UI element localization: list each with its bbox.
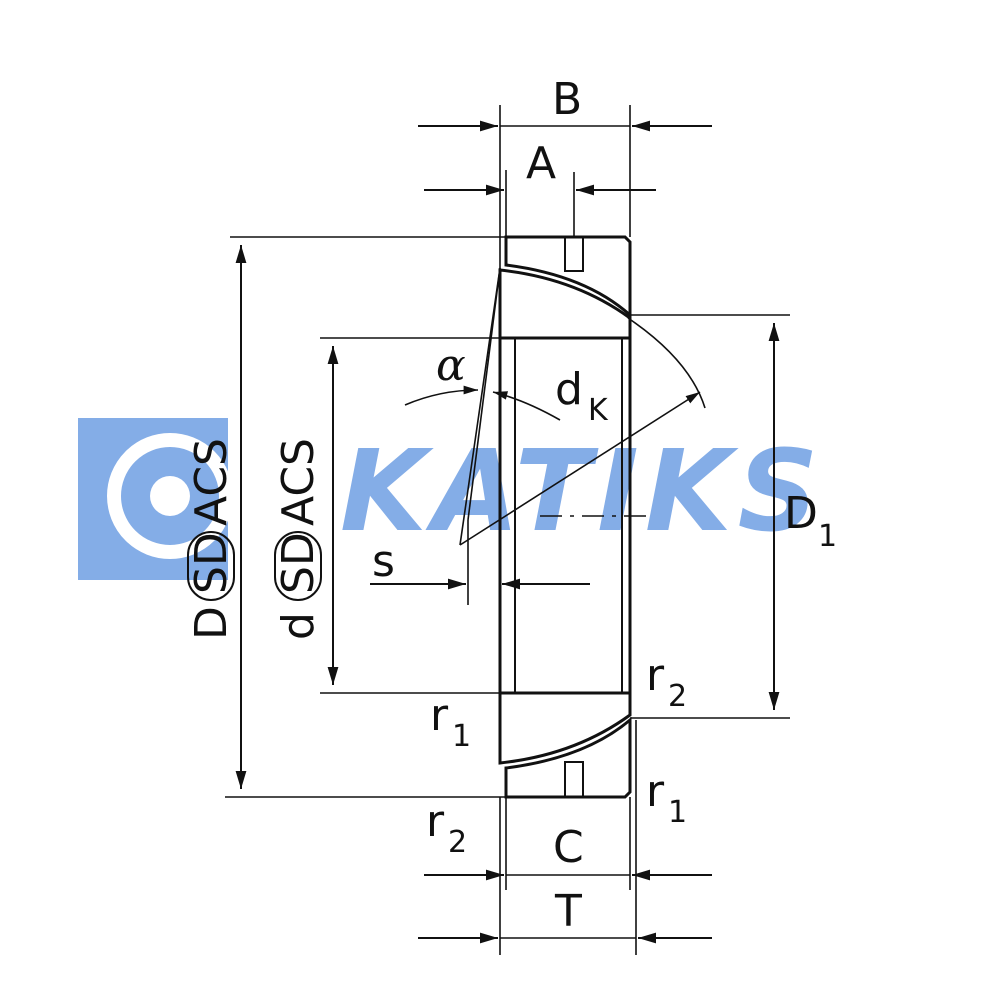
label-c: C [553, 822, 584, 873]
sphere-arc [627, 317, 706, 409]
watermark-logo-dot [150, 476, 190, 516]
watermark-text: KATIKS [340, 427, 824, 557]
label-d-acs: ACS [273, 438, 324, 526]
outer-ring-bottom [504, 716, 632, 799]
label-r2-right-sub: 2 [668, 679, 687, 714]
label-r2-right: r [646, 650, 665, 701]
contact-line-2 [459, 267, 501, 546]
label-d-group: d SD ACS [273, 438, 324, 640]
inner-ring-top [498, 268, 632, 340]
label-a: A [526, 138, 556, 189]
label-D-acs: ACS [186, 438, 237, 526]
label-s: s [372, 536, 395, 587]
alpha-arrow-right [492, 391, 561, 421]
lube-hole-top [564, 236, 584, 272]
label-D-sd: SD [186, 532, 237, 594]
dk-radius-line [459, 391, 701, 546]
label-r1-right-sub: 1 [668, 795, 687, 830]
inner-ring-bottom [498, 691, 632, 765]
label-d-sd-capsule [274, 531, 322, 601]
label-D-prefix: D [186, 606, 237, 640]
label-r2-left: r [426, 796, 445, 847]
outer-ring-top [504, 235, 632, 319]
lube-hole-bottom [564, 761, 584, 798]
label-r1-right: r [646, 766, 665, 817]
watermark-logo-ring [107, 433, 233, 559]
label-D-group: D SD ACS [186, 438, 237, 640]
label-r1-left-sub: 1 [452, 719, 471, 754]
label-d-prefix: d [273, 612, 324, 640]
label-D-sd-capsule [187, 531, 235, 601]
alpha-arrow-left [404, 385, 479, 406]
watermark: KATIKS [78, 418, 824, 580]
label-d1: D [784, 488, 818, 539]
label-t: T [554, 886, 582, 937]
label-b: B [552, 74, 582, 125]
label-dk-sub: K [588, 393, 609, 428]
label-dk: d [555, 364, 583, 415]
label-d1-sub: 1 [818, 519, 837, 554]
label-r1-left: r [430, 690, 449, 741]
label-d-sd: SD [273, 532, 324, 594]
label-r2-left-sub: 2 [448, 825, 467, 860]
label-alpha: α [436, 340, 466, 391]
